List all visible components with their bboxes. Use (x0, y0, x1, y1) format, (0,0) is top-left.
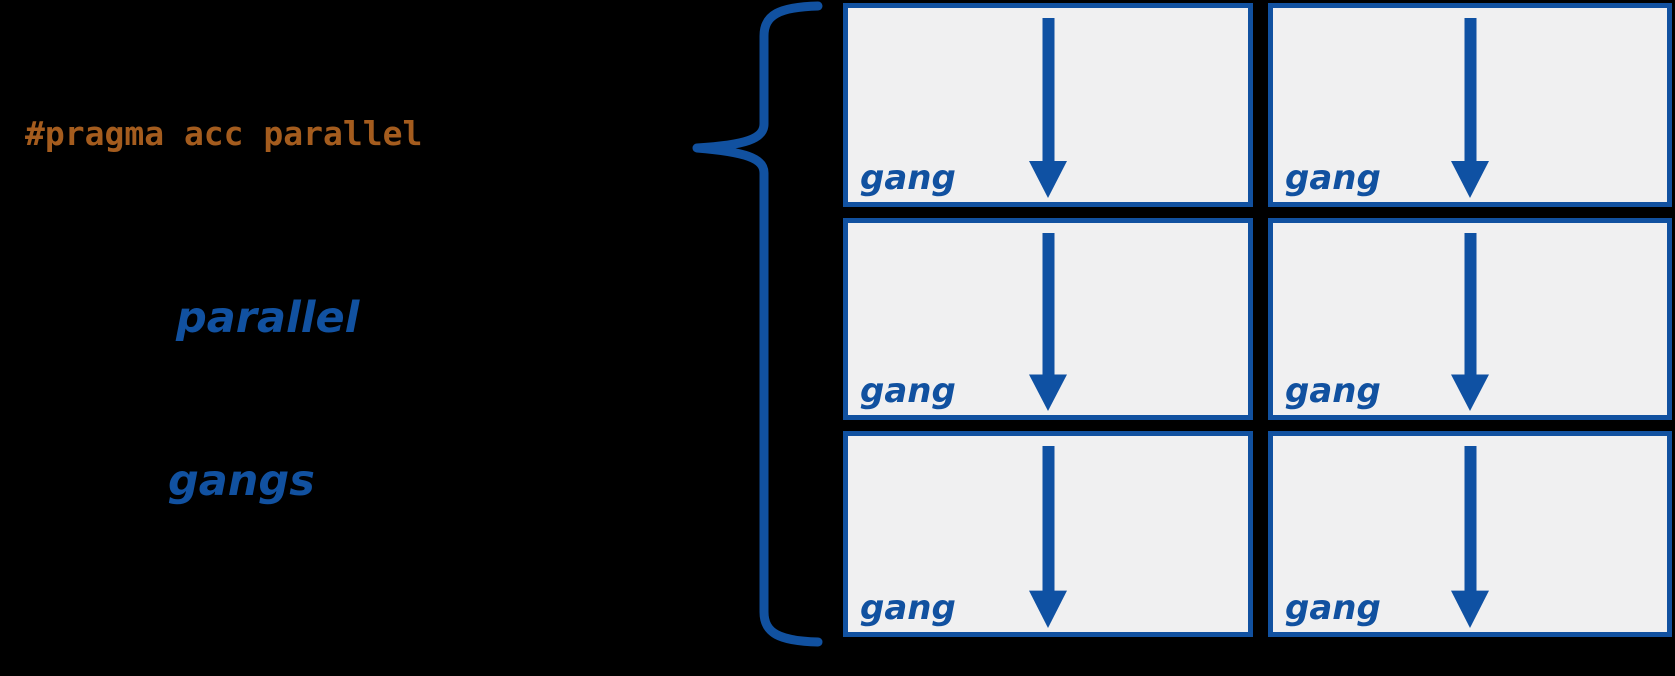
gang-box-label: gang (1285, 158, 1381, 198)
gang-box-label: gang (1285, 588, 1381, 628)
down-arrow-icon (1450, 446, 1490, 628)
down-arrow-icon (1028, 446, 1068, 628)
gang-box: gang (1268, 431, 1672, 637)
down-arrow-icon (1450, 233, 1490, 411)
gang-box-label: gang (860, 371, 956, 411)
gang-box-label: gang (1285, 371, 1381, 411)
gangs-label: gangs (168, 456, 315, 506)
left-curly-brace-icon (692, 1, 823, 647)
gang-box: gang (843, 218, 1253, 420)
gang-box: gang (843, 3, 1253, 207)
gang-box-label: gang (860, 588, 956, 628)
gang-grid: gang gang gang gang (843, 3, 1672, 637)
down-arrow-icon (1028, 233, 1068, 411)
gang-box-label: gang (860, 158, 956, 198)
gang-box: gang (1268, 3, 1672, 207)
down-arrow-icon (1028, 18, 1068, 198)
parallel-label: parallel (176, 293, 360, 343)
pragma-directive-text: #pragma acc parallel (25, 114, 423, 153)
gang-box: gang (843, 431, 1253, 637)
gang-box: gang (1268, 218, 1672, 420)
down-arrow-icon (1450, 18, 1490, 198)
